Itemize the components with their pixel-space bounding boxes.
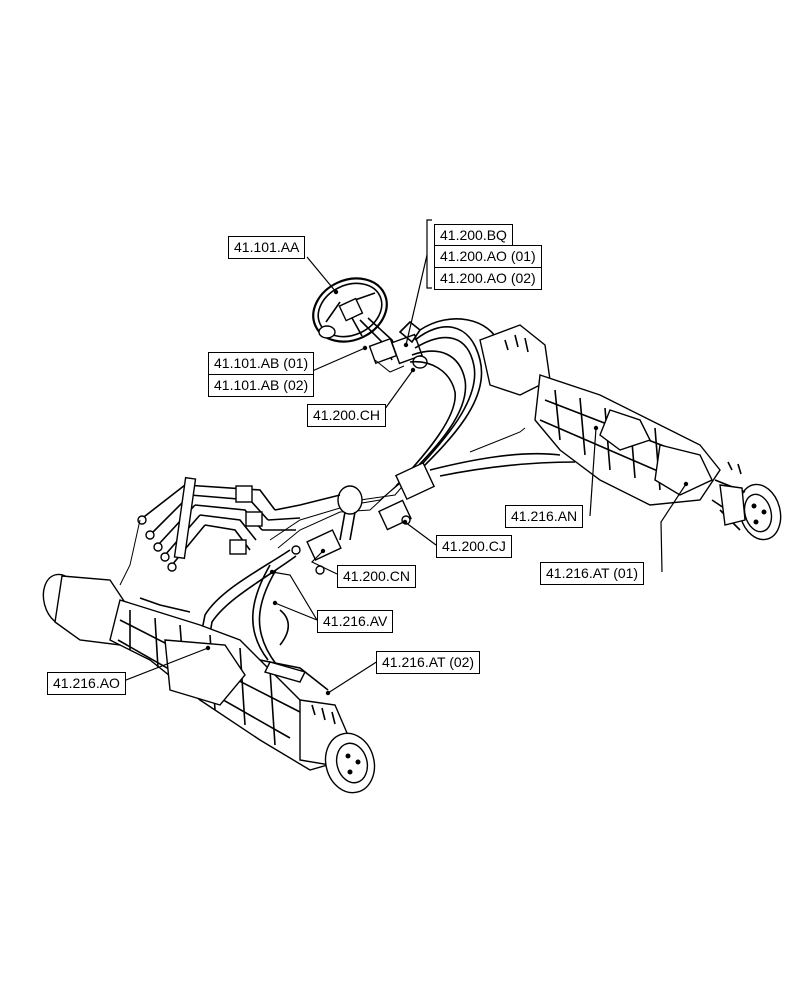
- callout-41-101-ab-01[interactable]: 41.101.AB (01): [208, 352, 315, 375]
- hose-bundle: [119, 476, 341, 586]
- valve-block: [291, 461, 436, 575]
- callout-41-216-av[interactable]: 41.216.AV: [317, 610, 394, 633]
- callout-41-216-ao[interactable]: 41.216.AO: [47, 672, 126, 695]
- leader-lines: [120, 219, 687, 694]
- callout-41-200-ao-02[interactable]: 41.200.AO (02): [434, 267, 542, 290]
- callout-41-200-cj[interactable]: 41.200.CJ: [436, 535, 512, 558]
- callout-41-200-cn[interactable]: 41.200.CN: [337, 565, 416, 588]
- callout-41-101-aa[interactable]: 41.101.AA: [228, 236, 306, 259]
- rear-axle: [479, 324, 782, 541]
- callout-41-216-at-02[interactable]: 41.216.AT (02): [376, 651, 481, 674]
- callout-41-216-an[interactable]: 41.216.AN: [505, 505, 584, 528]
- callout-41-200-bq[interactable]: 41.200.BQ: [434, 224, 513, 247]
- callout-41-101-ab-02[interactable]: 41.101.AB (02): [208, 374, 315, 397]
- leader-dots: [205, 289, 689, 696]
- callout-41-200-ao-01[interactable]: 41.200.AO (01): [434, 245, 542, 268]
- callout-41-200-ch[interactable]: 41.200.CH: [307, 404, 386, 427]
- callout-41-216-at-01[interactable]: 41.216.AT (01): [540, 562, 645, 585]
- steering-wheel: [312, 277, 388, 343]
- front-axle-pipes: [199, 549, 297, 665]
- front-axle: [42, 573, 376, 794]
